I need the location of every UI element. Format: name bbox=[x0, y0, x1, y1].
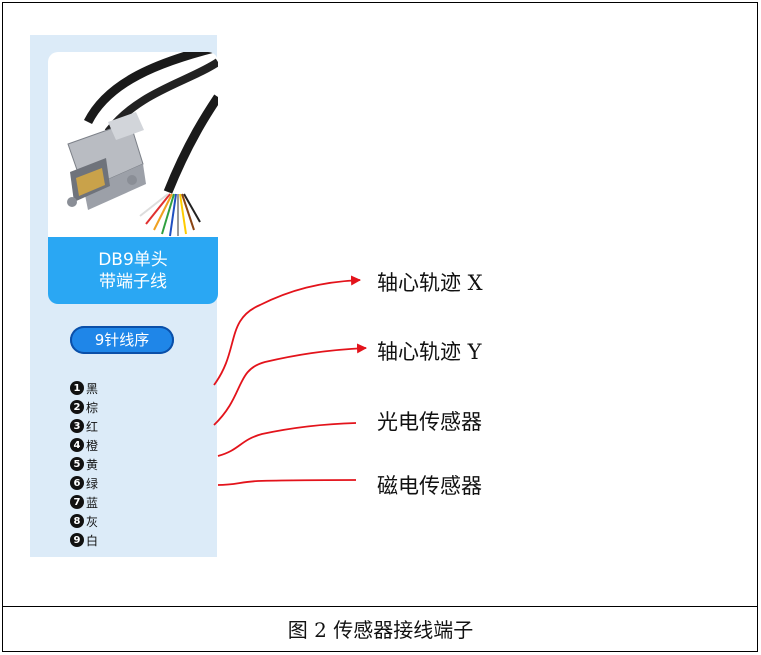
product-label-line2: 带端子线 bbox=[99, 272, 167, 292]
product-label-line1: DB9单头 bbox=[98, 250, 168, 270]
connector-line-photoelectric bbox=[217, 422, 357, 457]
pin-number: 6 bbox=[70, 476, 84, 490]
pin-row: 2 棕 bbox=[70, 397, 98, 417]
signal-label-magnetic: 磁电传感器 bbox=[377, 474, 482, 498]
pin-row: 9 白 bbox=[70, 530, 98, 550]
pin-row: 4 橙 bbox=[70, 435, 98, 455]
pin-row: 3 红 bbox=[70, 416, 98, 436]
pin-row: 5 黄 bbox=[70, 454, 98, 474]
pin-row: 7 蓝 bbox=[70, 492, 98, 512]
connector-line-axis-x bbox=[213, 275, 361, 386]
pin-color-label: 红 bbox=[86, 419, 99, 434]
pin-row: 8 灰 bbox=[70, 511, 98, 531]
pin-number: 5 bbox=[70, 457, 84, 471]
pin-number: 1 bbox=[70, 381, 84, 395]
pin-number: 8 bbox=[70, 514, 84, 528]
pin-color-label: 白 bbox=[86, 533, 99, 548]
pin-color-label: 蓝 bbox=[86, 495, 99, 510]
pin-number: 7 bbox=[70, 495, 84, 509]
pin-color-label: 绿 bbox=[86, 476, 99, 491]
pin-color-label: 橙 bbox=[86, 438, 99, 453]
figure-caption: 图 2 传感器接线端子 bbox=[287, 618, 474, 642]
connector-line-magnetic bbox=[217, 479, 357, 486]
signal-label-axis-x: 轴心轨迹 X bbox=[377, 271, 483, 295]
db9-cable-image bbox=[67, 52, 218, 237]
pin-number: 2 bbox=[70, 400, 84, 414]
caption-divider bbox=[2, 606, 758, 607]
pin-color-label: 黄 bbox=[86, 457, 99, 472]
pin-number: 3 bbox=[70, 419, 84, 433]
signal-label-photoelectric: 光电传感器 bbox=[377, 410, 482, 434]
pin-number: 9 bbox=[70, 533, 84, 547]
connector-line-axis-y bbox=[213, 343, 367, 426]
pin-row: 6 绿 bbox=[70, 473, 98, 493]
pin-order-badge: 9针线序 bbox=[70, 326, 174, 354]
pin-row: 1 黑 bbox=[70, 378, 98, 398]
pin-color-label: 灰 bbox=[86, 514, 99, 529]
signal-label-axis-y: 轴心轨迹 Y bbox=[377, 340, 482, 364]
product-label: DB9单头 带端子线 bbox=[48, 237, 218, 304]
pin-color-label: 黑 bbox=[86, 381, 99, 396]
pin-color-label: 棕 bbox=[86, 400, 99, 415]
pin-number: 4 bbox=[70, 438, 84, 452]
